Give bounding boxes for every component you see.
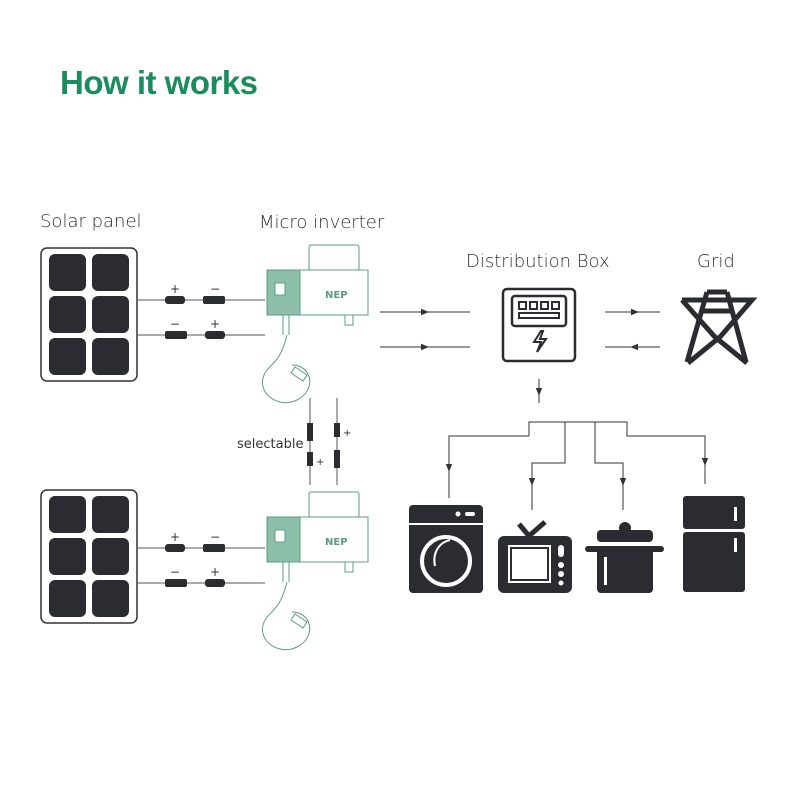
fridge-icon — [683, 496, 745, 592]
label-distribution-box: Distribution Box — [466, 251, 610, 272]
selectable-connectors: + + — [307, 398, 351, 485]
micro-inverter-icon — [261, 244, 369, 404]
micro-inverter-icon — [261, 491, 369, 651]
flow-arrows — [380, 308, 709, 510]
svg-text:+: + — [316, 457, 324, 468]
grid-tower-icon — [680, 289, 758, 365]
tv-icon — [498, 520, 572, 593]
washing-machine-icon — [409, 505, 483, 593]
page-title: How it works — [60, 64, 258, 101]
dc-connectors — [136, 281, 266, 340]
pot-icon — [585, 522, 664, 593]
dc-connectors — [136, 529, 266, 588]
solar-panel-icon — [40, 247, 138, 382]
distribution-box-icon — [501, 287, 577, 363]
svg-text:+: + — [343, 428, 351, 439]
label-grid: Grid — [697, 251, 735, 272]
solar-panel-icon — [40, 489, 138, 624]
label-solar-panel: Solar panel — [40, 211, 142, 232]
label-selectable: selectable — [237, 437, 304, 452]
label-micro-inverter: Micro inverter — [259, 212, 385, 233]
